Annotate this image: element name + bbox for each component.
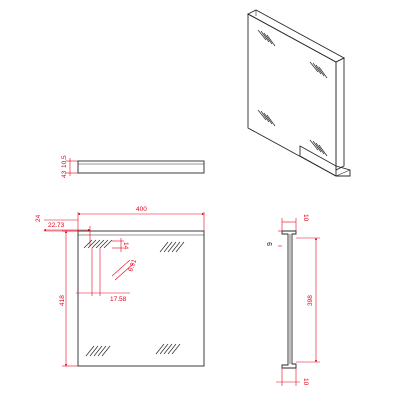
front-slot-spacing-label: 17.58 [110, 296, 127, 303]
profile-bottom-flange-label: 10 [302, 378, 309, 386]
side-height-label-2: 10.5 [61, 155, 68, 168]
iso-slots-bottom-right [309, 139, 328, 157]
front-slots-top-right [159, 241, 185, 253]
front-top-offset-label: 24 [35, 214, 42, 222]
iso-slots-top-left [257, 29, 276, 47]
front-width-label: 400 [136, 206, 147, 213]
side-view: 43 10.5 [61, 155, 205, 178]
front-slot-width-label: 6.91 [127, 258, 138, 273]
profile-top-flange-label: 10 [302, 214, 309, 222]
front-slots-bottom-right [155, 343, 181, 355]
profile-view: 10 9 398 10 [267, 214, 320, 386]
iso-slots-bottom-left [257, 109, 276, 127]
iso-slots-top-right [309, 61, 328, 79]
isometric-view [247, 9, 351, 177]
front-view: 400 24 22.73 418 14 6.91 17.58 [35, 206, 205, 367]
front-height-label: 418 [59, 295, 66, 306]
side-height-label: 43 [61, 170, 68, 178]
front-slot-offset-label: 22.73 [48, 222, 65, 229]
front-slots-top-left [83, 239, 113, 249]
front-slots-bottom-left [85, 345, 111, 357]
profile-length-label: 398 [307, 295, 314, 306]
profile-lip-label: 9 [267, 242, 274, 246]
front-slot-gap-label: 14 [122, 242, 129, 250]
